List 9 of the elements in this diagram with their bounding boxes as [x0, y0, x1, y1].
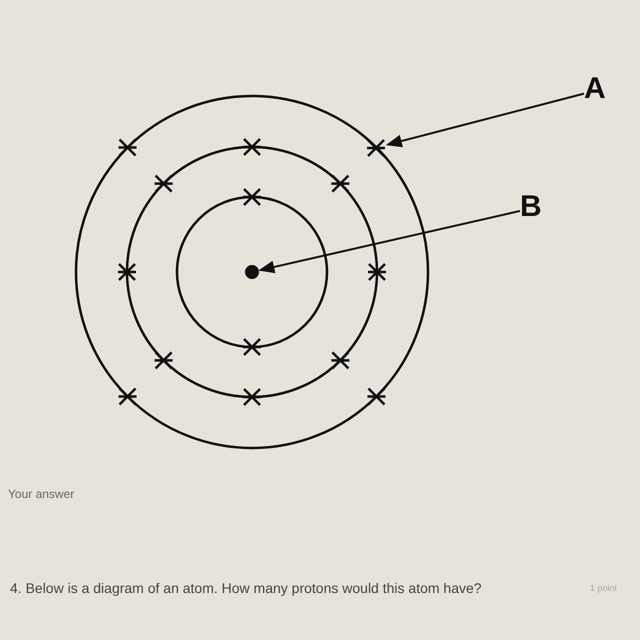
nucleus-dot — [244, 264, 260, 280]
leader-line — [386, 92, 584, 148]
points-text: 1 point — [590, 583, 618, 593]
answer-prompt: Your answer — [8, 487, 74, 501]
leader-line — [258, 210, 520, 274]
leader-label: B — [520, 192, 546, 224]
electron-mark — [365, 136, 388, 159]
leader-label: A — [584, 74, 612, 106]
question-text: 4. Below is a diagram of an atom. How many protons would this atom have? — [10, 580, 482, 596]
